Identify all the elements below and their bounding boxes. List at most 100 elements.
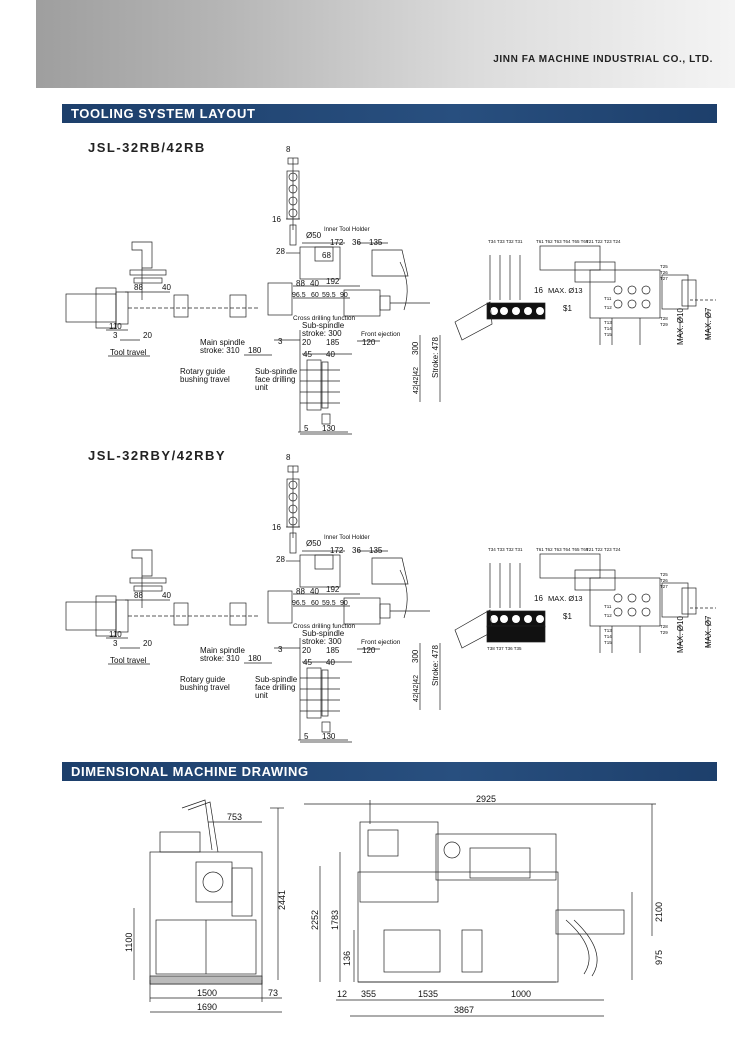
dim-88: 88 — [296, 587, 305, 596]
tool-label-t25: T25 — [660, 264, 668, 269]
dim-42-42-42: 42|42|42 — [413, 367, 420, 394]
stroke-300-label: stroke: 300 — [302, 637, 342, 646]
inner-tool-holder-label: Inner Tool Holder — [324, 227, 370, 233]
tool-travel-label: Tool travel — [110, 656, 147, 665]
tool-travel-label: Tool travel — [110, 348, 147, 357]
dim-1535: 1535 — [418, 989, 438, 999]
dim-1100: 1100 — [124, 933, 134, 952]
dim-60: 60 — [311, 292, 319, 299]
dim-16: 16 — [272, 523, 281, 532]
dim-2100: 2100 — [654, 902, 664, 922]
cross-drilling-label: Cross drilling function — [293, 315, 356, 322]
dim-40: 40 — [310, 587, 319, 596]
dim-5: 5 — [304, 732, 309, 741]
tooling-diagram-1: 8 16 Ø50 Inner Tool Holder 172 36 135 28… — [65, 145, 717, 435]
model-title-b: JSL-32RBY/42RBY — [88, 448, 227, 463]
tool-label-t29: T29 — [660, 630, 668, 635]
main-spindle-label: Main spindle — [200, 338, 245, 347]
dim-20: 20 — [302, 646, 311, 655]
sub-spindle-label: Sub-spindle — [302, 629, 345, 638]
dim-110: 110 — [109, 322, 122, 331]
section-title-dimensional: DIMENSIONAL MACHINE DRAWING — [71, 764, 309, 779]
tool-label-t27: T27 — [660, 276, 668, 281]
dim-45: 45 — [303, 350, 312, 359]
tooling-labels-1: 8 16 Ø50 Inner Tool Holder 172 36 135 28… — [109, 145, 713, 433]
front-ejection-label: Front ejection — [361, 639, 401, 646]
dim-88: 88 — [296, 279, 305, 288]
dim-1783: 1783 — [330, 910, 340, 930]
tooling-diagram-2: 8 16 Ø50 Inner Tool Holder 172 36 135 28… — [65, 453, 717, 743]
stroke-478-label: Stroke: 478 — [431, 337, 440, 378]
tool-label-t11: T11 — [604, 296, 612, 301]
max-10-label: MAX. Ø10 — [676, 616, 685, 653]
dim-753: 753 — [227, 812, 242, 822]
dim-192: 192 — [326, 585, 340, 594]
tool-label-t13: T13 — [604, 628, 612, 633]
dim-20-left: 20 — [143, 639, 152, 648]
bushing-travel-label: bushing travel — [180, 683, 230, 692]
dimension-labels: 753 2441 1100 1500 73 1690 2925 2252 178… — [124, 794, 664, 1015]
dim-300: 300 — [411, 341, 420, 355]
dim-300: 300 — [411, 649, 420, 663]
dim-96-5: 96.5 — [292, 600, 306, 607]
dim-20: 20 — [302, 338, 311, 347]
machine-side-view — [304, 800, 656, 1017]
front-ejection-label: Front ejection — [361, 331, 401, 338]
tool-labels-top: T34 T33 T32 T31 — [488, 239, 523, 244]
dim-73: 73 — [268, 988, 278, 998]
tool-label-t14: T14 — [604, 634, 612, 639]
dim-36: 36 — [352, 238, 361, 247]
tool-labels-right: T21 T22 T23 T24 — [586, 239, 621, 244]
face-drilling-label: face drilling — [255, 375, 295, 384]
stroke-478-label: Stroke: 478 — [431, 645, 440, 686]
face-drilling-label: face drilling — [255, 683, 295, 692]
tool-labels-mid: T61 T62 T63 T64 T65 T66 — [536, 239, 589, 244]
tool-label-t25: T25 — [660, 572, 668, 577]
tool-labels-top: T34 T33 T32 T31 — [488, 547, 523, 552]
dim-110: 110 — [109, 630, 122, 639]
dim-8: 8 — [286, 145, 291, 154]
inner-tool-holder-label: Inner Tool Holder — [324, 535, 370, 541]
dim-3-left: 3 — [113, 639, 118, 648]
dim-16-right: 16 — [534, 594, 543, 603]
tool-label-t14: T14 — [604, 326, 612, 331]
dim-50: Ø50 — [306, 539, 322, 548]
dim-60: 60 — [311, 600, 319, 607]
max-13-label: MAX. Ø13 — [548, 594, 583, 603]
dim-130: 130 — [322, 732, 336, 741]
s1-label: $1 — [563, 304, 572, 313]
header-band — [0, 0, 735, 88]
dim-20-left: 20 — [143, 331, 152, 340]
tooling-labels-2: 8 16 Ø50 Inner Tool Holder 172 36 135 28… — [109, 453, 713, 741]
main-spindle-label: Main spindle — [200, 646, 245, 655]
rotary-guide-label: Rotary guide — [180, 367, 226, 376]
main-spindle-stroke-label: stroke: 310 — [200, 346, 240, 355]
max-7-label: MAX. Ø7 — [704, 307, 713, 340]
dim-3-left: 3 — [113, 331, 118, 340]
tool-label-t26: T26 — [660, 578, 668, 583]
dim-45: 45 — [303, 658, 312, 667]
dim-135: 135 — [369, 238, 383, 247]
dim-136: 136 — [342, 951, 352, 966]
dim-185: 185 — [326, 338, 340, 347]
tool-label-t27: T27 — [660, 584, 668, 589]
tool-labels-right: T21 T22 T23 T24 — [586, 547, 621, 552]
dim-40-left: 40 — [162, 591, 171, 600]
section-title-tooling: TOOLING SYSTEM LAYOUT — [71, 106, 256, 121]
unit-label: unit — [255, 691, 269, 700]
tool-label-t15: T15 — [604, 640, 612, 645]
dim-1000: 1000 — [511, 989, 531, 999]
sub-spindle-label: Sub-spindle — [302, 321, 345, 330]
tool-label-t29: T29 — [660, 322, 668, 327]
dim-3: 3 — [278, 337, 283, 346]
dim-130: 130 — [322, 424, 336, 433]
dim-185: 185 — [326, 646, 340, 655]
unit-label: unit — [255, 383, 269, 392]
sub-spindle-drilling-label: Sub-spindle — [255, 367, 298, 376]
dim-40-lower: 40 — [326, 350, 335, 359]
tool-label-t26: T26 — [660, 270, 668, 275]
dim-192: 192 — [326, 277, 340, 286]
dim-135: 135 — [369, 546, 383, 555]
tool-label-t11: T11 — [604, 604, 612, 609]
tool-label-t12: T12 — [604, 613, 612, 618]
